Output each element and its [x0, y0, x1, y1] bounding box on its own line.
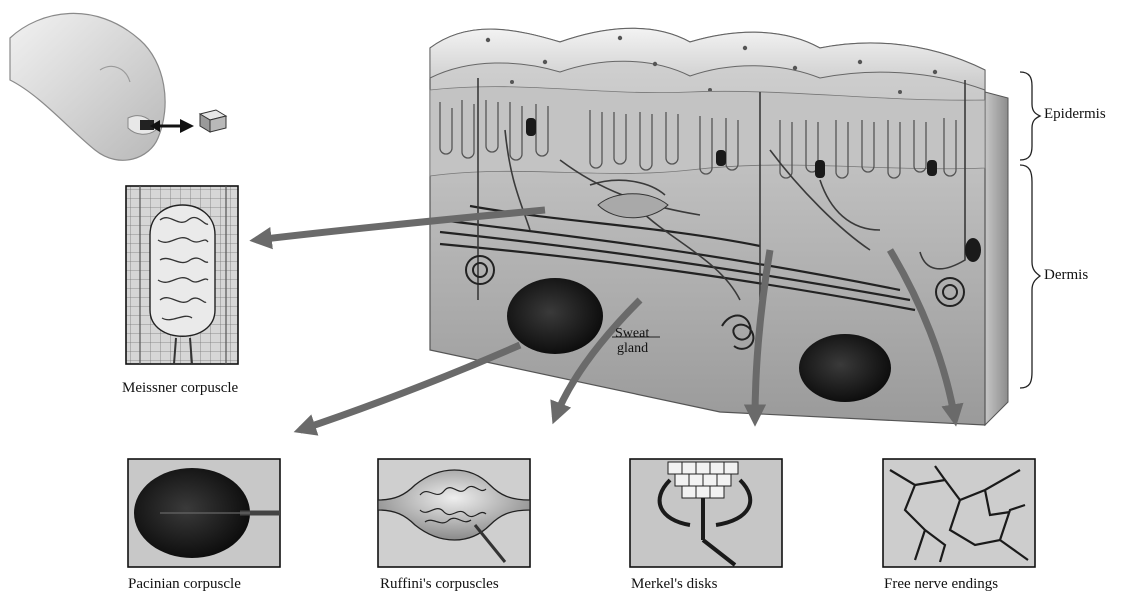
meissner-panel: [126, 186, 238, 364]
free-nerve-panel: [883, 459, 1035, 567]
skin-block: [430, 28, 1008, 425]
layer-brackets: [1020, 72, 1040, 388]
merkel-panel: [630, 459, 782, 567]
finger-illustration: [10, 13, 226, 160]
epidermis-label: Epidermis: [1044, 106, 1106, 123]
pacinian-in-skin: [507, 278, 603, 354]
ruffini-panel: [378, 459, 530, 567]
ruffini-corpuscles-label: Ruffini's corpuscles: [380, 576, 499, 593]
sweat-gland-label-line2: gland: [617, 341, 648, 356]
pacinian-corpuscle-label: Pacinian corpuscle: [128, 576, 241, 593]
pacinian-in-skin-2: [799, 334, 891, 402]
merkel-disks-label: Merkel's disks: [631, 576, 717, 593]
dermis-label: Dermis: [1044, 267, 1088, 284]
meissner-corpuscle-label: Meissner corpuscle: [122, 380, 238, 397]
free-nerve-endings-label: Free nerve endings: [884, 576, 998, 593]
sweat-gland-label-line1: Sweat: [615, 326, 649, 341]
stimulus-cube: [200, 110, 226, 132]
pacinian-panel: [128, 459, 280, 567]
